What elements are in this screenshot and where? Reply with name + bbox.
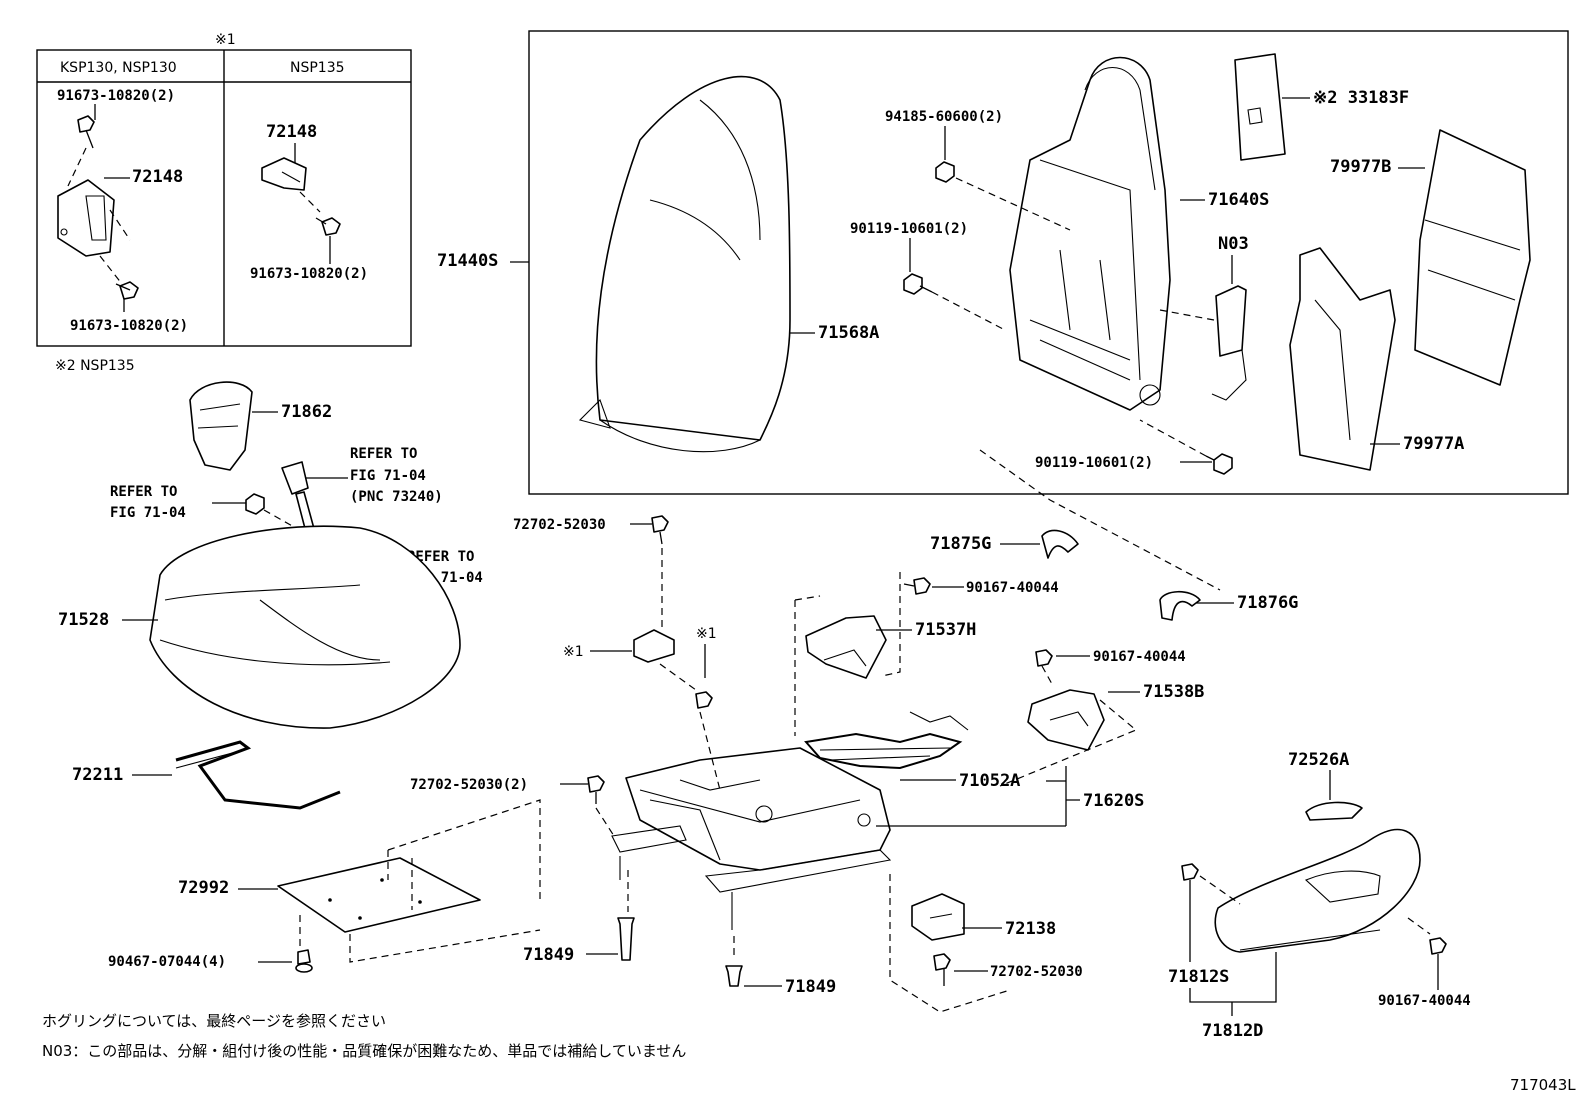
bolt-icon	[1035, 649, 1053, 667]
label-pnc-73240: (PNC 73240)	[350, 489, 443, 505]
label-71812d: 71812D	[1202, 1021, 1263, 1041]
bracket-icon	[633, 629, 675, 663]
inset-col2-part-top: 72148	[266, 122, 317, 142]
bolt-icon	[903, 577, 931, 595]
nut-icon	[245, 493, 265, 515]
label-n03: N03	[1218, 234, 1249, 254]
label-71620s: 71620S	[1083, 791, 1144, 811]
label-71528: 71528	[58, 610, 109, 630]
label-71568a: 71568A	[818, 323, 879, 343]
label-72702-a: 72702-52030	[513, 517, 606, 533]
seatback-panel-small-icon	[1234, 53, 1286, 161]
bolt-icon	[115, 281, 139, 300]
label-71849-a: 71849	[523, 945, 574, 965]
label-fig-71-04-1: FIG 71-04	[350, 468, 426, 484]
pin-icon	[617, 917, 635, 961]
seatback-cover-icon	[578, 75, 791, 453]
pin-icon	[725, 965, 743, 987]
label-72702-b: 72702-52030(2)	[410, 777, 528, 793]
recliner-cover-icon	[805, 615, 887, 679]
spring-mat-icon	[804, 711, 969, 770]
label-refer-to-3: REFER TO	[407, 549, 474, 565]
inset-col1-part-bottom: 91673-10820(2)	[70, 318, 188, 334]
inset-col1-part-mid: 72148	[132, 167, 183, 187]
label-71849-b: 71849	[785, 977, 836, 997]
seatback-pad-a-icon	[1289, 247, 1396, 471]
seatback-pad-b-icon	[1414, 129, 1531, 386]
seatback-frame-icon	[1009, 56, 1171, 411]
label-71440s: 71440S	[437, 251, 498, 271]
inset-mark: ※1	[215, 32, 236, 48]
label-90167-c: 90167-40044	[1378, 993, 1471, 1009]
bolt-icon	[77, 115, 95, 149]
label-90467: 90467-07044(4)	[108, 954, 226, 970]
side-shield-icon	[1214, 828, 1421, 953]
label-79977b: 79977B	[1330, 157, 1391, 177]
cover-clip-icon	[1159, 590, 1201, 621]
label-mark1-left: ※1	[563, 644, 584, 660]
label-71538b: 71538B	[1143, 682, 1204, 702]
seat-wire-icon	[175, 740, 341, 810]
bolt-icon	[651, 515, 669, 545]
bolt-icon	[587, 775, 605, 804]
label-71640s: 71640S	[1208, 190, 1269, 210]
label-71812s: 71812S	[1168, 967, 1229, 987]
label-90167-b: 90167-40044	[1093, 649, 1186, 665]
note-hog-ring: ホグリングについては、最終ページを参照ください	[42, 1012, 386, 1030]
label-33183f: ※2 33183F	[1313, 88, 1409, 108]
inset-col1-header: KSP130, NSP130	[60, 60, 177, 76]
belt-cover-icon	[189, 381, 253, 471]
label-90119-b: 90119-10601(2)	[1035, 455, 1153, 471]
label-refer-to-1: REFER TO	[350, 446, 417, 462]
label-94185: 94185-60600(2)	[885, 109, 1003, 125]
label-72702-c: 72702-52030	[990, 964, 1083, 980]
inset-col1-part-top: 91673-10820(2)	[57, 88, 175, 104]
bolt-icon	[1429, 937, 1447, 955]
inset-col2-header: NSP135	[290, 60, 345, 76]
inset-table: ※1 KSP130, NSP130 NSP135 91673-10820(2) …	[36, 32, 412, 347]
bolt-icon	[933, 953, 951, 986]
clip-icon	[295, 949, 313, 973]
label-mark1-right: ※1	[696, 626, 717, 642]
bolt-icon	[1205, 453, 1233, 475]
label-72211: 72211	[72, 765, 123, 785]
label-72138: 72138	[1005, 919, 1056, 939]
label-90167-a: 90167-40044	[966, 580, 1059, 596]
seat-plate-icon	[277, 857, 481, 933]
knob-icon	[1305, 801, 1363, 821]
seat-cushion-frame-icon	[611, 747, 892, 930]
bolt-icon	[1181, 863, 1199, 881]
cover-icon	[911, 893, 965, 941]
label-71875g: 71875G	[930, 534, 991, 554]
label-refer-to-2: REFER TO	[110, 484, 177, 500]
seat-cushion-cover-icon	[149, 525, 461, 729]
label-71052a: 71052A	[959, 771, 1020, 791]
note-n03: N03：この部品は、分解・組付け後の性能・品質確保が困難なため、単品では補給して…	[42, 1042, 686, 1060]
figure-id: 717043L	[1510, 1076, 1576, 1094]
label-71862: 71862	[281, 402, 332, 422]
note-nsp135: ※2 NSP135	[55, 358, 135, 374]
side-airbag-icon	[1211, 285, 1247, 401]
inset-col2-part-bottom: 91673-10820(2)	[250, 266, 368, 282]
bolt-icon	[903, 273, 933, 295]
label-72992: 72992	[178, 878, 229, 898]
label-79977a: 79977A	[1403, 434, 1464, 454]
label-72526a: 72526A	[1288, 750, 1349, 770]
cover-clip-icon	[1041, 529, 1079, 559]
label-fig-71-04-2: FIG 71-04	[110, 505, 186, 521]
bracket-icon	[261, 157, 307, 191]
recliner-cover-icon	[1027, 689, 1105, 751]
clip-nut-icon	[935, 161, 955, 183]
bolt-icon	[695, 691, 713, 709]
bolt-icon	[315, 217, 341, 236]
label-90119-a: 90119-10601(2)	[850, 221, 968, 237]
bracket-icon	[57, 179, 115, 257]
label-71876g: 71876G	[1237, 593, 1298, 613]
label-71537h: 71537H	[915, 620, 976, 640]
